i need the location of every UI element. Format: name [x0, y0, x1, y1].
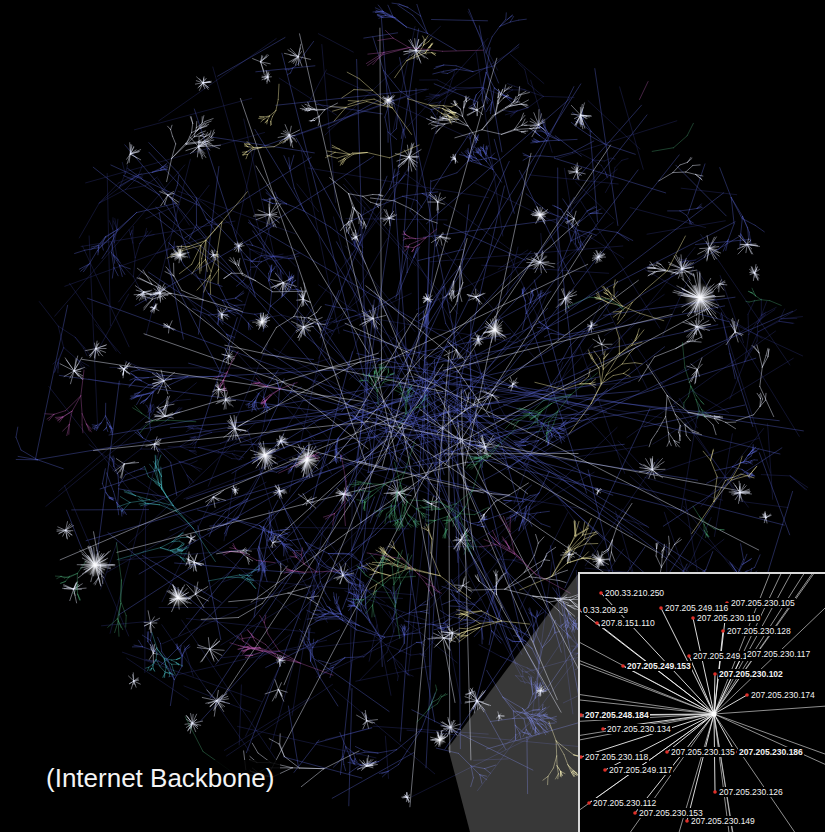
- zoom-wedge: [448, 574, 578, 832]
- router-dot: [685, 819, 689, 823]
- inset-spoke: [580, 714, 714, 832]
- hub-glow: [685, 283, 716, 314]
- ip-address-label: 207.205.230.102: [718, 669, 784, 679]
- inset-link: [693, 618, 714, 714]
- inset-spoke: [714, 574, 825, 714]
- ip-address-label: 200.33.210.250: [604, 588, 665, 598]
- inset-link: [714, 654, 743, 714]
- router-dot: [659, 606, 663, 610]
- hub-glow: [384, 96, 393, 105]
- inset-spoke: [714, 714, 754, 832]
- inset-spoke: [714, 714, 825, 821]
- ip-address-label: 207.8.151.110: [600, 618, 656, 628]
- inset-spoke: [714, 714, 747, 832]
- ip-address-label: 207.205.249.153: [626, 661, 692, 671]
- ip-address-label: 207.205.249.117: [608, 765, 673, 775]
- hub-glow: [435, 735, 446, 746]
- router-dot: [601, 727, 605, 731]
- ip-address-label: 207.205.230.186: [738, 747, 804, 757]
- ip-address-label: 207.205.230.126: [718, 787, 784, 797]
- ip-address-label: 207.205.230.118: [584, 752, 649, 762]
- ip-address-label: 207.205.248.184: [584, 710, 650, 720]
- hub-glow: [595, 555, 606, 566]
- router-dot: [587, 801, 591, 805]
- router-dot: [713, 672, 717, 676]
- router-dot: [687, 654, 691, 658]
- hub-glow: [83, 553, 107, 577]
- inset-spoke: [580, 714, 714, 832]
- hub-glow: [256, 446, 274, 464]
- inset-spoke: [580, 677, 714, 714]
- ip-address-label: 0.33.209.29: [582, 605, 629, 615]
- ip-address-label: 207.205.230.174: [750, 690, 816, 700]
- hub-glow: [487, 322, 502, 337]
- router-dot: [599, 591, 603, 595]
- inset-spoke: [714, 714, 825, 832]
- inset-spoke: [714, 574, 825, 714]
- router-dot: [580, 755, 583, 759]
- caption: (Internet Backbone): [40, 760, 280, 796]
- hub-node: [712, 712, 717, 717]
- inset-spoke: [714, 714, 755, 832]
- hub-glow: [175, 250, 186, 261]
- hub-glow: [257, 317, 268, 328]
- inset-link: [623, 666, 714, 714]
- router-dot: [603, 768, 607, 772]
- ip-address-label: 207.205.230.134: [606, 724, 672, 734]
- ip-address-label: 207.205.249.116: [664, 603, 729, 613]
- inset-spoke: [714, 574, 825, 714]
- inset-spoke: [714, 714, 825, 802]
- inset-spoke: [580, 618, 714, 714]
- router-dot: [595, 621, 599, 625]
- ip-address-label: 207.205.230.105: [730, 598, 796, 608]
- hub-glow: [169, 589, 187, 607]
- inset-spoke: [714, 574, 825, 714]
- router-dot: [580, 713, 583, 717]
- link-lines: [117, 455, 260, 678]
- inset-link: [714, 695, 747, 714]
- router-dot: [691, 616, 695, 620]
- ip-address-label: 207.205.230.110: [696, 613, 761, 623]
- router-dot: [621, 664, 625, 668]
- ip-address-label: 207.205.230.135: [670, 747, 736, 757]
- ip-address-label: 207.205.230.117: [746, 649, 811, 659]
- inset-link: [714, 674, 715, 714]
- inset-link: [597, 623, 714, 714]
- link-lines: [45, 30, 648, 675]
- ip-address-label: 207.205.230.128: [726, 626, 792, 636]
- inset-link: [687, 714, 714, 821]
- router-dot: [713, 790, 717, 794]
- ip-address-label: 207.205.230.112: [592, 798, 657, 808]
- hub-glow: [297, 450, 317, 470]
- router-dot: [580, 608, 581, 612]
- inset-link: [580, 610, 714, 714]
- zoom-inset: 200.33.210.250 0.33.209.29 207.205.249.116…: [578, 572, 825, 832]
- inset-spoke: [714, 574, 825, 714]
- router-dot: [665, 750, 669, 754]
- router-dot: [721, 629, 725, 633]
- router-dot: [745, 693, 749, 697]
- hub-glow: [535, 210, 546, 221]
- ip-address-label: 207.205.230.149: [690, 816, 756, 826]
- inset-link: [689, 656, 714, 714]
- router-dot: [633, 811, 637, 815]
- inset-spoke: [714, 574, 825, 714]
